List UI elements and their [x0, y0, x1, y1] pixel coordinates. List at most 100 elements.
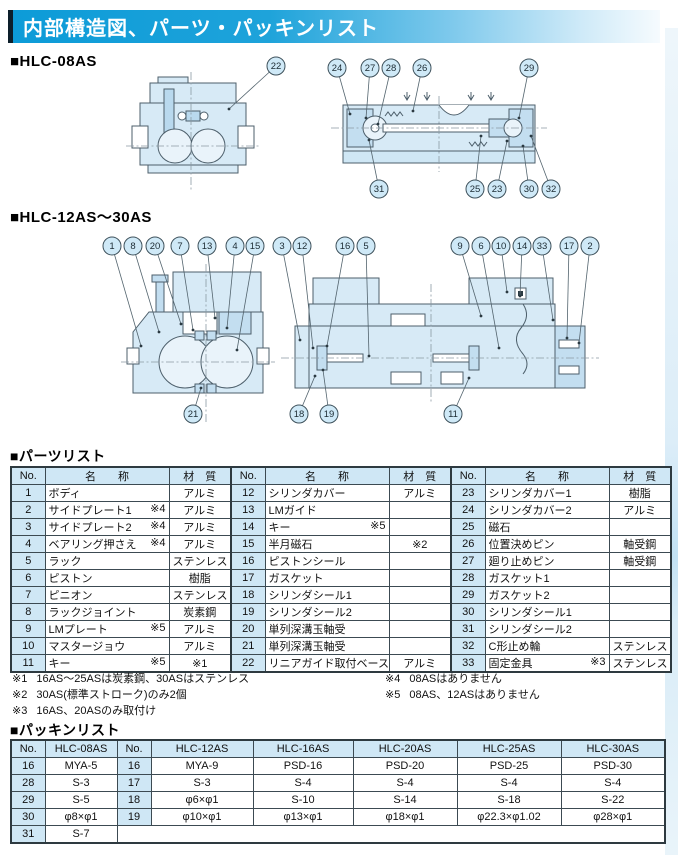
part-no: 11 [10, 654, 46, 673]
part-name: ラック [44, 552, 170, 570]
part-no: 5 [10, 552, 46, 570]
packing-table-row: 28 S-3 17 S-3 S-4 S-4 S-4 S-4 [10, 774, 666, 792]
part-no: 9 [10, 620, 46, 638]
svg-text:8: 8 [130, 241, 135, 252]
part-name: シリンダシール2 [264, 603, 390, 621]
part-no: 7 [10, 586, 46, 604]
svg-text:15: 15 [250, 241, 261, 252]
part-material: アルミ [608, 501, 672, 519]
part-material [388, 569, 452, 587]
part-name: LMプレート※5 [44, 620, 170, 638]
callout-10: 10 [491, 236, 511, 294]
packing-no: 28 [10, 774, 46, 792]
part-material: アルミ [388, 654, 452, 673]
part-material [388, 518, 452, 536]
part-material: 炭素鋼 [168, 603, 232, 621]
parts-table-row: 14 キー※5 [230, 518, 452, 536]
col-header-hlc30as: HLC-30AS [560, 739, 666, 758]
part-material [388, 586, 452, 604]
callout-19: 19 [319, 368, 339, 424]
part-material: ステンレス [168, 586, 232, 604]
svg-text:5: 5 [363, 241, 368, 252]
part-no: 3 [10, 518, 46, 536]
part-no: 6 [10, 569, 46, 587]
part-name: 固定金具※3 [484, 654, 610, 673]
part-material: アルミ [168, 484, 232, 502]
part-material: 樹脂 [608, 484, 672, 502]
part-name: シリンダカバー [264, 484, 390, 502]
callout-21: 21 [183, 386, 203, 424]
parts-table-row: 7 ピニオン ステンレス [10, 586, 232, 604]
parts-list-tables: No. 名 称 材 質 1 ボディ アルミ 2 サイドプレート1※4 アルミ [10, 466, 672, 673]
part-material: アルミ [168, 637, 232, 655]
part-name: ベアリング押さえ※4 [44, 535, 170, 553]
part-no: 2 [10, 501, 46, 519]
svg-text:14: 14 [517, 241, 528, 252]
centerlines [121, 264, 275, 424]
part-no: 13 [230, 501, 266, 519]
part-name: 位置決めピン [484, 535, 610, 553]
part-material [608, 620, 672, 638]
part-name: ガスケット1 [484, 569, 610, 587]
part-material [388, 620, 452, 638]
callout-23: 23 [487, 139, 509, 199]
parts-table-row: 31 シリンダシール2 [450, 620, 672, 638]
part-material [388, 603, 452, 621]
part-name: キー※5 [264, 518, 390, 536]
parts-table-row: 12 シリンダカバー アルミ [230, 484, 452, 502]
svg-text:19: 19 [324, 409, 335, 420]
page-edge-tab [665, 28, 678, 855]
parts-list-heading: ■パーツリスト [10, 448, 106, 464]
packing-value: MYA-5 [44, 757, 118, 775]
col-header-name: 名 称 [264, 466, 390, 485]
col-header-no: No. [10, 466, 46, 485]
svg-text:22: 22 [271, 61, 282, 72]
hlc12-side-section-body [294, 277, 586, 389]
packing-value: φ22.3×φ1.02 [456, 808, 562, 826]
packing-value: S-3 [150, 774, 254, 792]
part-no: 25 [450, 518, 486, 536]
callout-7: 7 [170, 236, 195, 332]
svg-text:10: 10 [496, 241, 507, 252]
part-no: 29 [450, 586, 486, 604]
col-header-no: No. [116, 739, 152, 758]
packing-value: φ13×φ1 [252, 808, 354, 826]
col-header-no: No. [10, 739, 46, 758]
packing-value: S-4 [352, 774, 458, 792]
callout-16: 16 [325, 236, 355, 348]
svg-text:30: 30 [524, 184, 535, 195]
part-name: ボディ [44, 484, 170, 502]
callout-17: 17 [559, 236, 579, 340]
packing-value: PSD-16 [252, 757, 354, 775]
svg-text:17: 17 [564, 241, 575, 252]
parts-table-row: 25 磁石 [450, 518, 672, 536]
svg-text:11: 11 [448, 409, 458, 420]
callout-3: 3 [272, 236, 302, 342]
callout-31: 31 [367, 138, 389, 199]
col-header-material: 材 質 [388, 466, 452, 485]
part-name: 単列深溝玉軸受 [264, 637, 390, 655]
parts-table-row: 5 ラック ステンレス [10, 552, 232, 570]
col-header-name: 名 称 [484, 466, 610, 485]
parts-table-row: 23 シリンダカバー1 樹脂 [450, 484, 672, 502]
svg-text:28: 28 [386, 63, 397, 74]
parts-table-row: 30 シリンダシール1 [450, 603, 672, 621]
callout-20: 20 [145, 236, 183, 326]
packing-table-row: 30 φ8×φ1 19 φ10×φ1 φ13×φ1 φ18×φ1 φ22.3×φ… [10, 808, 666, 826]
parts-table-group2: No. 名 称 材 質 12 シリンダカバー アルミ 13 LMガイド [230, 466, 452, 673]
packing-value: φ28×φ1 [560, 808, 666, 826]
part-no: 24 [450, 501, 486, 519]
callout-27: 27 [360, 58, 380, 120]
parts-table-row: 10 マスタージョウ アルミ [10, 637, 232, 655]
parts-table-row: 26 位置決めピン 軸受鋼 [450, 535, 672, 553]
part-no: 19 [230, 603, 266, 621]
parts-table-row: 24 シリンダカバー2 アルミ [450, 501, 672, 519]
part-material [608, 518, 672, 536]
parts-table-row: 28 ガスケット1 [450, 569, 672, 587]
packing-value: PSD-30 [560, 757, 666, 775]
part-name: シリンダカバー2 [484, 501, 610, 519]
centerlines [281, 284, 599, 404]
